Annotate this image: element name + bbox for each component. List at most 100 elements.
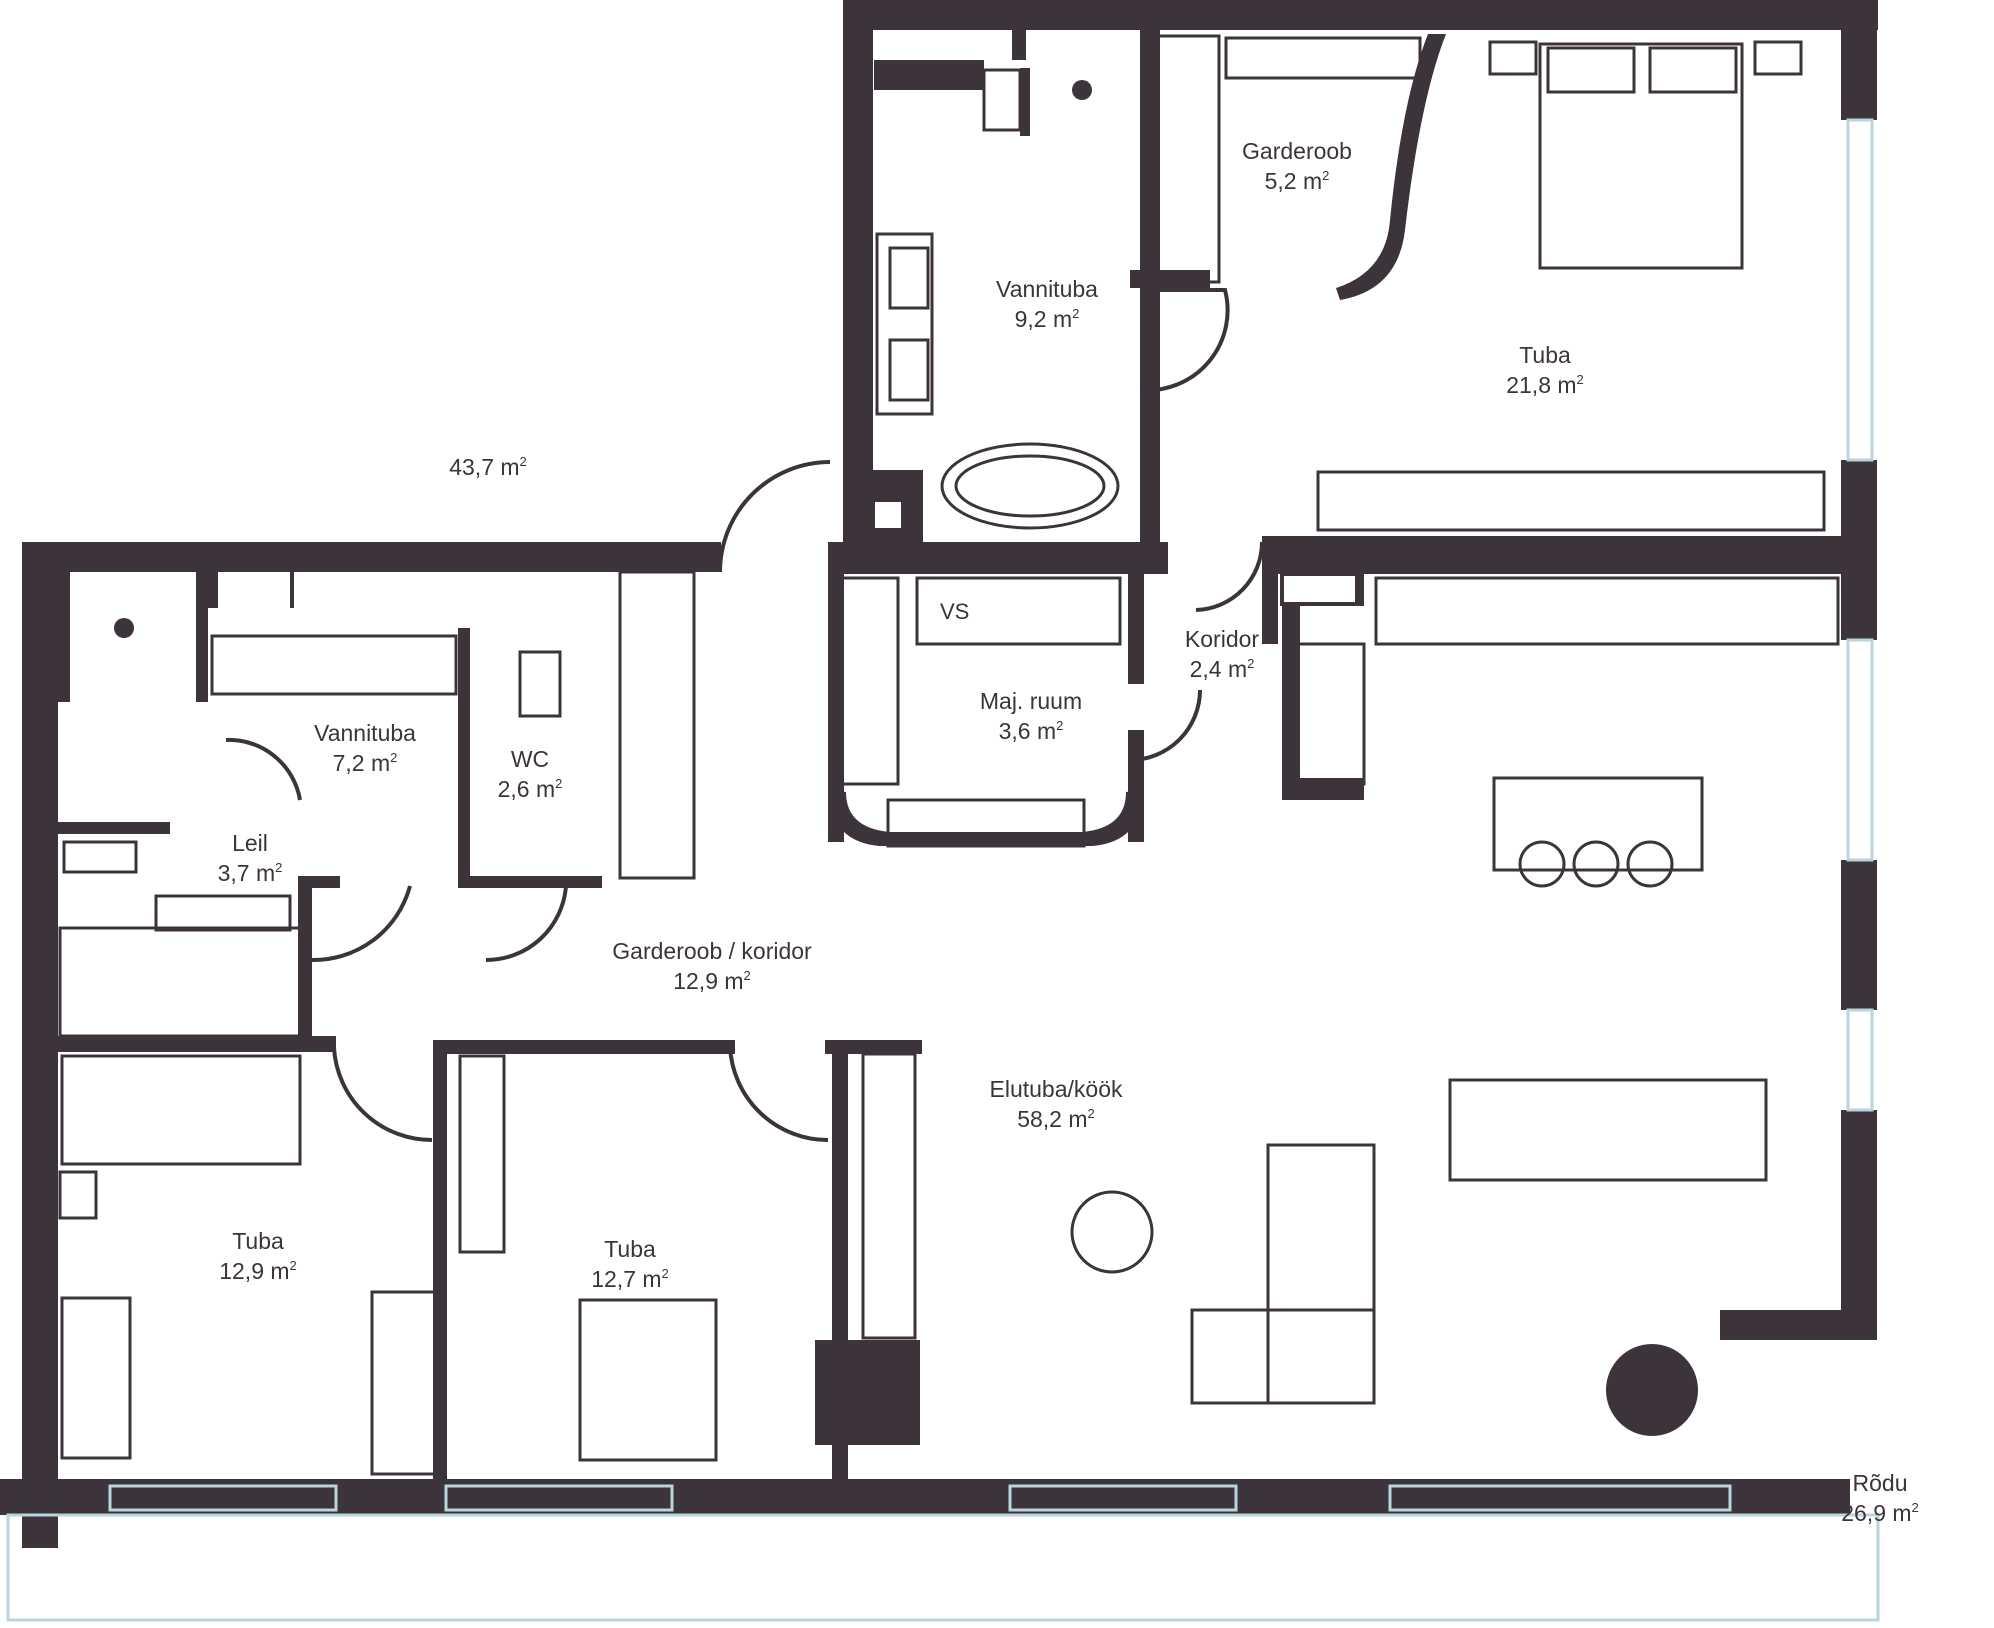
shower [1072, 80, 1092, 100]
wall [196, 572, 208, 702]
area-unit: m [1892, 1500, 1912, 1526]
area-unit: m [270, 1258, 290, 1284]
round-table [1070, 1190, 1154, 1274]
area-exponent: 2 [1056, 718, 1064, 733]
door-swing [332, 1047, 433, 1143]
bathtub-inner [954, 454, 1106, 518]
door-swing [728, 1045, 829, 1143]
wardrobe [618, 570, 696, 880]
door-swing [1195, 541, 1264, 612]
wardrobe [370, 1290, 440, 1476]
sauna-bench [58, 926, 302, 1038]
shower [114, 618, 134, 638]
area-exponent: 2 [743, 968, 751, 983]
nightstand [1753, 40, 1803, 76]
shelf [1224, 36, 1422, 80]
room-label-vannituba-92: Vannituba 9,2 m2 [996, 274, 1098, 334]
room-area: 7,2 [332, 750, 365, 776]
wall [433, 1040, 735, 1054]
mirror [982, 68, 1022, 132]
wall [218, 572, 290, 608]
wall [22, 542, 58, 1548]
kitchen-island [1492, 776, 1704, 872]
area-exponent: 2 [1072, 306, 1080, 321]
room-name: Rõdu [1852, 1470, 1908, 1496]
bathtub [940, 442, 1120, 530]
room-name: Tuba [1519, 342, 1571, 368]
wall [1128, 574, 1144, 684]
area-unit: m [642, 1266, 662, 1292]
wall [1336, 34, 1446, 300]
wall [1841, 860, 1877, 1010]
wardrobe-shelf [1143, 34, 1221, 284]
area-unit: m [255, 860, 276, 886]
room-label-vannituba-72: Vannituba 7,2 m2 [314, 718, 416, 778]
area-unit: m [370, 750, 391, 776]
room-area: 21,8 [1506, 372, 1551, 398]
vs-label: VS [940, 599, 970, 624]
wall [1262, 574, 1278, 644]
area-unit: m [1302, 168, 1323, 194]
window [1388, 1484, 1732, 1512]
fixtures [114, 80, 1698, 1436]
window [444, 1484, 674, 1512]
window [1846, 1008, 1874, 1112]
room-label-garderoob-koridor-129: Garderoob / koridor 12,9 m2 [612, 936, 811, 996]
wall [458, 628, 470, 888]
area-unit: m [1068, 1106, 1088, 1132]
room-area: 12,7 [591, 1266, 636, 1292]
door-swing [718, 460, 831, 573]
room-name: Garderoob [1242, 138, 1352, 164]
room-name: Tuba [232, 1228, 284, 1254]
area-exponent: 2 [289, 1258, 297, 1273]
room-label-tuba-218: Tuba 21,8 m2 [1506, 340, 1584, 400]
stool [1518, 840, 1566, 888]
wall [58, 572, 70, 702]
sink-counter [210, 634, 458, 696]
room-label-elutuba-kook-582: Elutuba/köök 58,2 m2 [990, 1074, 1123, 1134]
bed [1538, 42, 1744, 270]
door-swing [1129, 689, 1202, 762]
chair [58, 1170, 98, 1220]
room-name: Elutuba/köök [989, 1076, 1123, 1102]
area-unit: m [1052, 306, 1073, 332]
interior-lines [58, 34, 1840, 1476]
room-label-wc-26: WC 2,6 m2 [498, 744, 563, 804]
bench [154, 894, 292, 932]
cabinet [886, 798, 1086, 848]
door-swing [225, 737, 302, 801]
wall [1355, 574, 1363, 604]
wall [1280, 572, 1364, 606]
room-name: Garderoob / koridor [612, 938, 812, 964]
stool [1626, 840, 1674, 888]
wall [878, 832, 1088, 846]
area-exponent: 2 [1322, 168, 1330, 183]
room-name: WC [510, 746, 550, 772]
pillow [1648, 46, 1738, 94]
bed-small [60, 1054, 302, 1166]
room-name: Leil [232, 830, 268, 856]
area-exponent: 2 [1576, 372, 1584, 387]
area-exponent: 2 [1087, 1106, 1095, 1121]
wall [1140, 390, 1160, 542]
doors [225, 288, 1264, 1143]
fridge [1294, 642, 1366, 786]
room-area: 2,4 [1189, 656, 1222, 682]
door-swing [1141, 288, 1230, 393]
room-area: 2,6 [497, 776, 530, 802]
wall [1082, 790, 1144, 846]
area-exponent: 2 [1247, 656, 1255, 671]
pillow [1546, 46, 1636, 94]
room-label-garderoob-52: Garderoob 5,2 m2 [1242, 136, 1352, 196]
wall [22, 542, 721, 572]
area-exponent: 2 [390, 750, 398, 765]
area-exponent: 2 [1911, 1500, 1919, 1515]
wall [828, 542, 844, 842]
area-unit: m [724, 968, 744, 994]
room-area: 43,7 [449, 454, 494, 480]
room-label-leil-37: Leil 3,7 m2 [218, 828, 283, 888]
desk [60, 1296, 132, 1460]
room-area: 9,2 [1014, 306, 1047, 332]
area-exponent: 2 [519, 454, 527, 469]
room-area: 58,2 [1017, 1106, 1062, 1132]
